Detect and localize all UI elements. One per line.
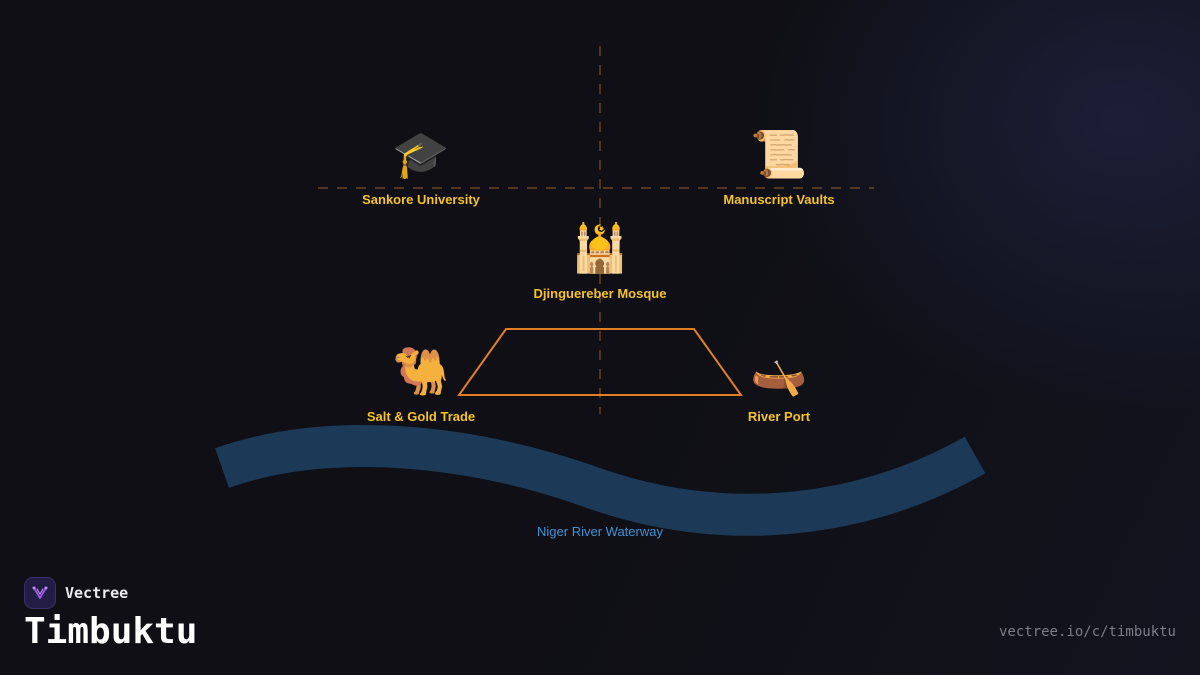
canoe-icon: 🛶 (750, 344, 808, 398)
node-djinguereber-mosque: 🕌 Djinguereber Mosque (490, 220, 710, 301)
node-label: Salt & Gold Trade (366, 409, 476, 424)
graduation-cap-icon: 🎓 (392, 127, 450, 181)
node-label: Manuscript Vaults (723, 192, 835, 207)
page-title: Timbuktu (24, 611, 198, 652)
camel-icon: 🐫 (392, 344, 450, 398)
brand: Vectree (24, 577, 128, 609)
node-salt-gold-trade: 🐫 Salt & Gold Trade (311, 343, 531, 424)
trade-trapezoid (457, 328, 743, 396)
scroll-icon: 📜 (750, 127, 808, 181)
node-sankore-university: 🎓 Sankore University (311, 126, 531, 207)
mosque-icon: 🕌 (571, 221, 629, 275)
node-river-port: 🛶 River Port (669, 343, 889, 424)
node-label: Sankore University (362, 192, 480, 207)
vectree-logo-icon (24, 577, 56, 609)
node-manuscript-vaults: 📜 Manuscript Vaults (669, 126, 889, 207)
niger-river (215, 425, 986, 536)
river-label: Niger River Waterway (537, 524, 663, 539)
page-url[interactable]: vectree.io/c/timbuktu (998, 624, 1176, 640)
node-label: Djinguereber Mosque (533, 286, 667, 301)
brand-name: Vectree (65, 584, 129, 602)
node-label: River Port (747, 409, 811, 424)
